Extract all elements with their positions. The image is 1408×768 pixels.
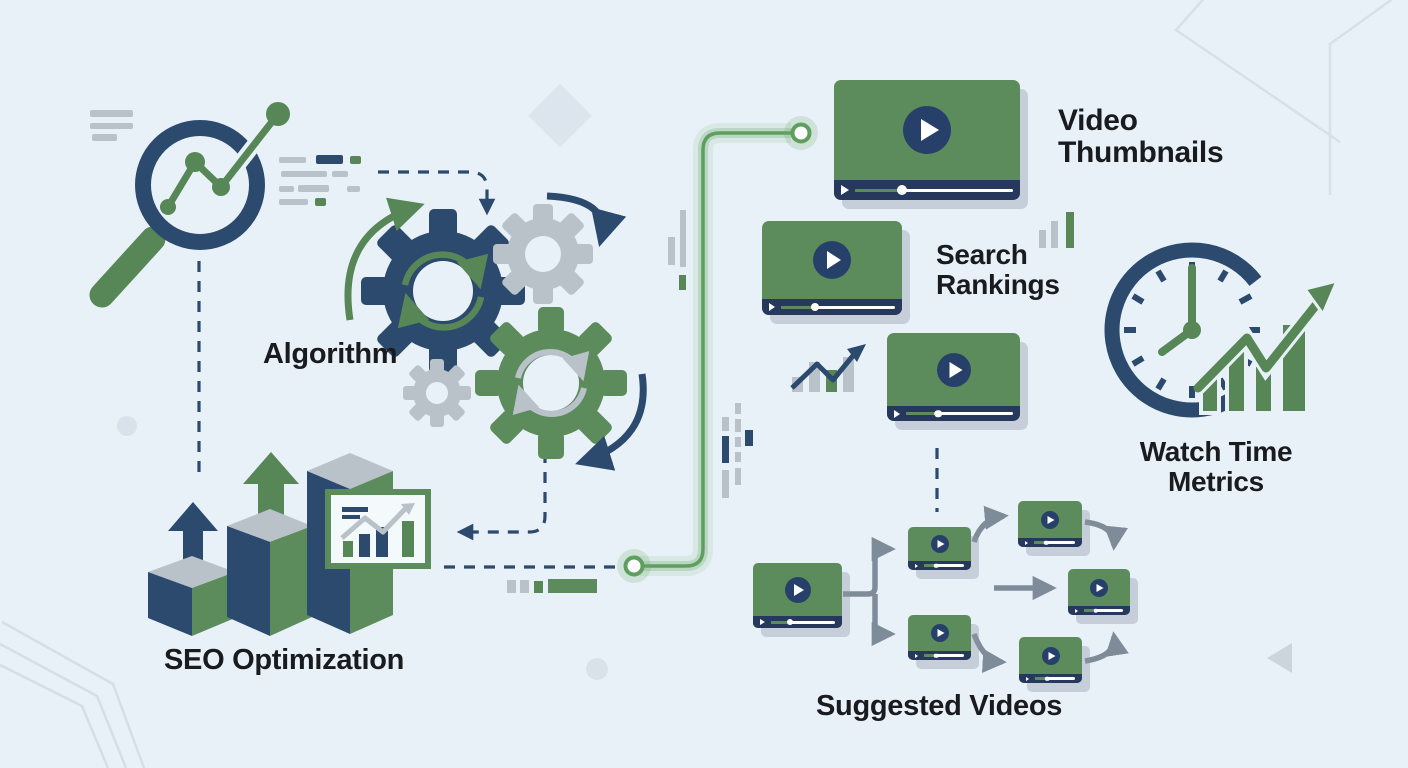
play-small-icon — [1075, 608, 1078, 613]
progress-track — [1034, 540, 1075, 545]
dashed-connectors — [197, 170, 939, 569]
suggested-video-4 — [1019, 637, 1082, 683]
player-controls — [887, 406, 1020, 421]
up-arrow-green-icon — [243, 452, 299, 552]
play-icon — [903, 106, 951, 154]
decor-hexagon-lines — [0, 620, 146, 768]
rotation-arrows-icon — [397, 251, 489, 331]
gear-gray-small-icon — [403, 359, 471, 427]
progress-track — [771, 619, 835, 625]
player-controls — [1018, 538, 1082, 547]
progress-knob — [933, 653, 939, 658]
play-icon — [930, 535, 949, 553]
text-lines-icon — [90, 110, 133, 141]
watch-time-clock-icon — [1104, 242, 1340, 418]
suggested-network-arrows — [843, 505, 1129, 673]
suggested-video-2 — [1018, 501, 1082, 547]
player-controls — [908, 561, 971, 570]
analytics-card-icon — [325, 489, 431, 569]
search-result-video-2 — [887, 333, 1020, 421]
progress-track — [855, 185, 1013, 195]
gear-navy-icon — [361, 209, 525, 373]
suggested-video-1 — [908, 527, 971, 570]
progress-track — [781, 303, 895, 311]
play-small-icon — [894, 409, 900, 418]
progress-knob — [1044, 540, 1049, 545]
play-icon — [813, 241, 851, 279]
play-icon — [1090, 578, 1108, 597]
curved-arrow-navy-bottom-icon — [575, 373, 647, 471]
equalizer-bars-icon — [668, 210, 686, 290]
search-result-video-1 — [762, 221, 902, 315]
progress-knob — [811, 303, 820, 311]
suggested-video-3 — [908, 615, 971, 660]
green-connector — [617, 116, 818, 583]
play-small-icon — [841, 185, 849, 195]
progress-knob — [934, 409, 942, 418]
progress-knob — [1044, 676, 1050, 681]
video-thumbnail-large — [834, 80, 1020, 200]
gear-gray-top-icon — [493, 204, 593, 304]
play-small-icon — [915, 653, 918, 658]
search-rankings-label: Search Rankings — [936, 239, 1060, 300]
watch-time-metrics-label: Watch Time Metrics — [1139, 436, 1293, 497]
play-icon — [1041, 646, 1060, 665]
dashed-arrow-to-gears — [378, 170, 496, 216]
progress-bars-icon — [507, 579, 597, 593]
growth-chart-icon — [790, 344, 866, 392]
player-controls — [762, 299, 902, 315]
dashed-arrow-to-card — [456, 452, 547, 541]
progress-track — [924, 653, 964, 658]
player-controls — [834, 180, 1020, 200]
player-controls — [753, 616, 842, 628]
play-small-icon — [1026, 676, 1029, 681]
seo-optimization-label: SEO Optimization — [164, 644, 405, 676]
connector-node-icon — [623, 555, 645, 577]
curved-arrow-green-icon — [344, 197, 425, 321]
play-small-icon — [760, 619, 765, 625]
play-small-icon — [1025, 540, 1028, 545]
player-controls — [908, 651, 971, 660]
curved-arrow-navy-top-icon — [546, 192, 627, 248]
connector-node-icon — [790, 122, 812, 144]
suggested-videos-label: Suggested Videos — [816, 690, 1063, 722]
search-trend-icon — [89, 102, 290, 308]
decor-corner-lines — [1174, 0, 1394, 195]
progress-track — [1084, 608, 1123, 613]
video-thumbnails-label: Video Thumbnails — [1058, 104, 1224, 169]
progress-knob — [1093, 608, 1098, 613]
algorithm-label: Algorithm — [263, 338, 398, 370]
code-lines-icon — [279, 155, 361, 206]
play-icon — [930, 624, 949, 642]
rotation-arrows-icon — [512, 349, 590, 417]
progress-knob — [933, 563, 939, 568]
play-icon — [1041, 510, 1059, 529]
progress-track — [906, 409, 1013, 418]
decor-triangle-icon — [1267, 643, 1292, 673]
dash-cluster-icon — [722, 403, 753, 498]
progress-knob — [897, 185, 908, 195]
algorithm-gears-icon — [344, 192, 647, 471]
player-controls — [1019, 674, 1082, 683]
up-arrow-navy-icon — [168, 502, 218, 574]
progress-track — [1035, 676, 1075, 681]
play-icon — [936, 352, 971, 387]
gear-green-icon — [475, 307, 627, 459]
suggested-video-source — [753, 563, 842, 628]
player-controls — [1068, 606, 1130, 615]
ranking-bars-icon — [1039, 212, 1074, 248]
progress-knob — [787, 619, 794, 625]
watch-time-chart-icon — [1192, 278, 1340, 415]
play-small-icon — [915, 563, 918, 568]
play-icon — [784, 576, 811, 603]
play-small-icon — [769, 303, 775, 311]
progress-track — [924, 563, 964, 568]
suggested-video-target — [1068, 569, 1130, 615]
